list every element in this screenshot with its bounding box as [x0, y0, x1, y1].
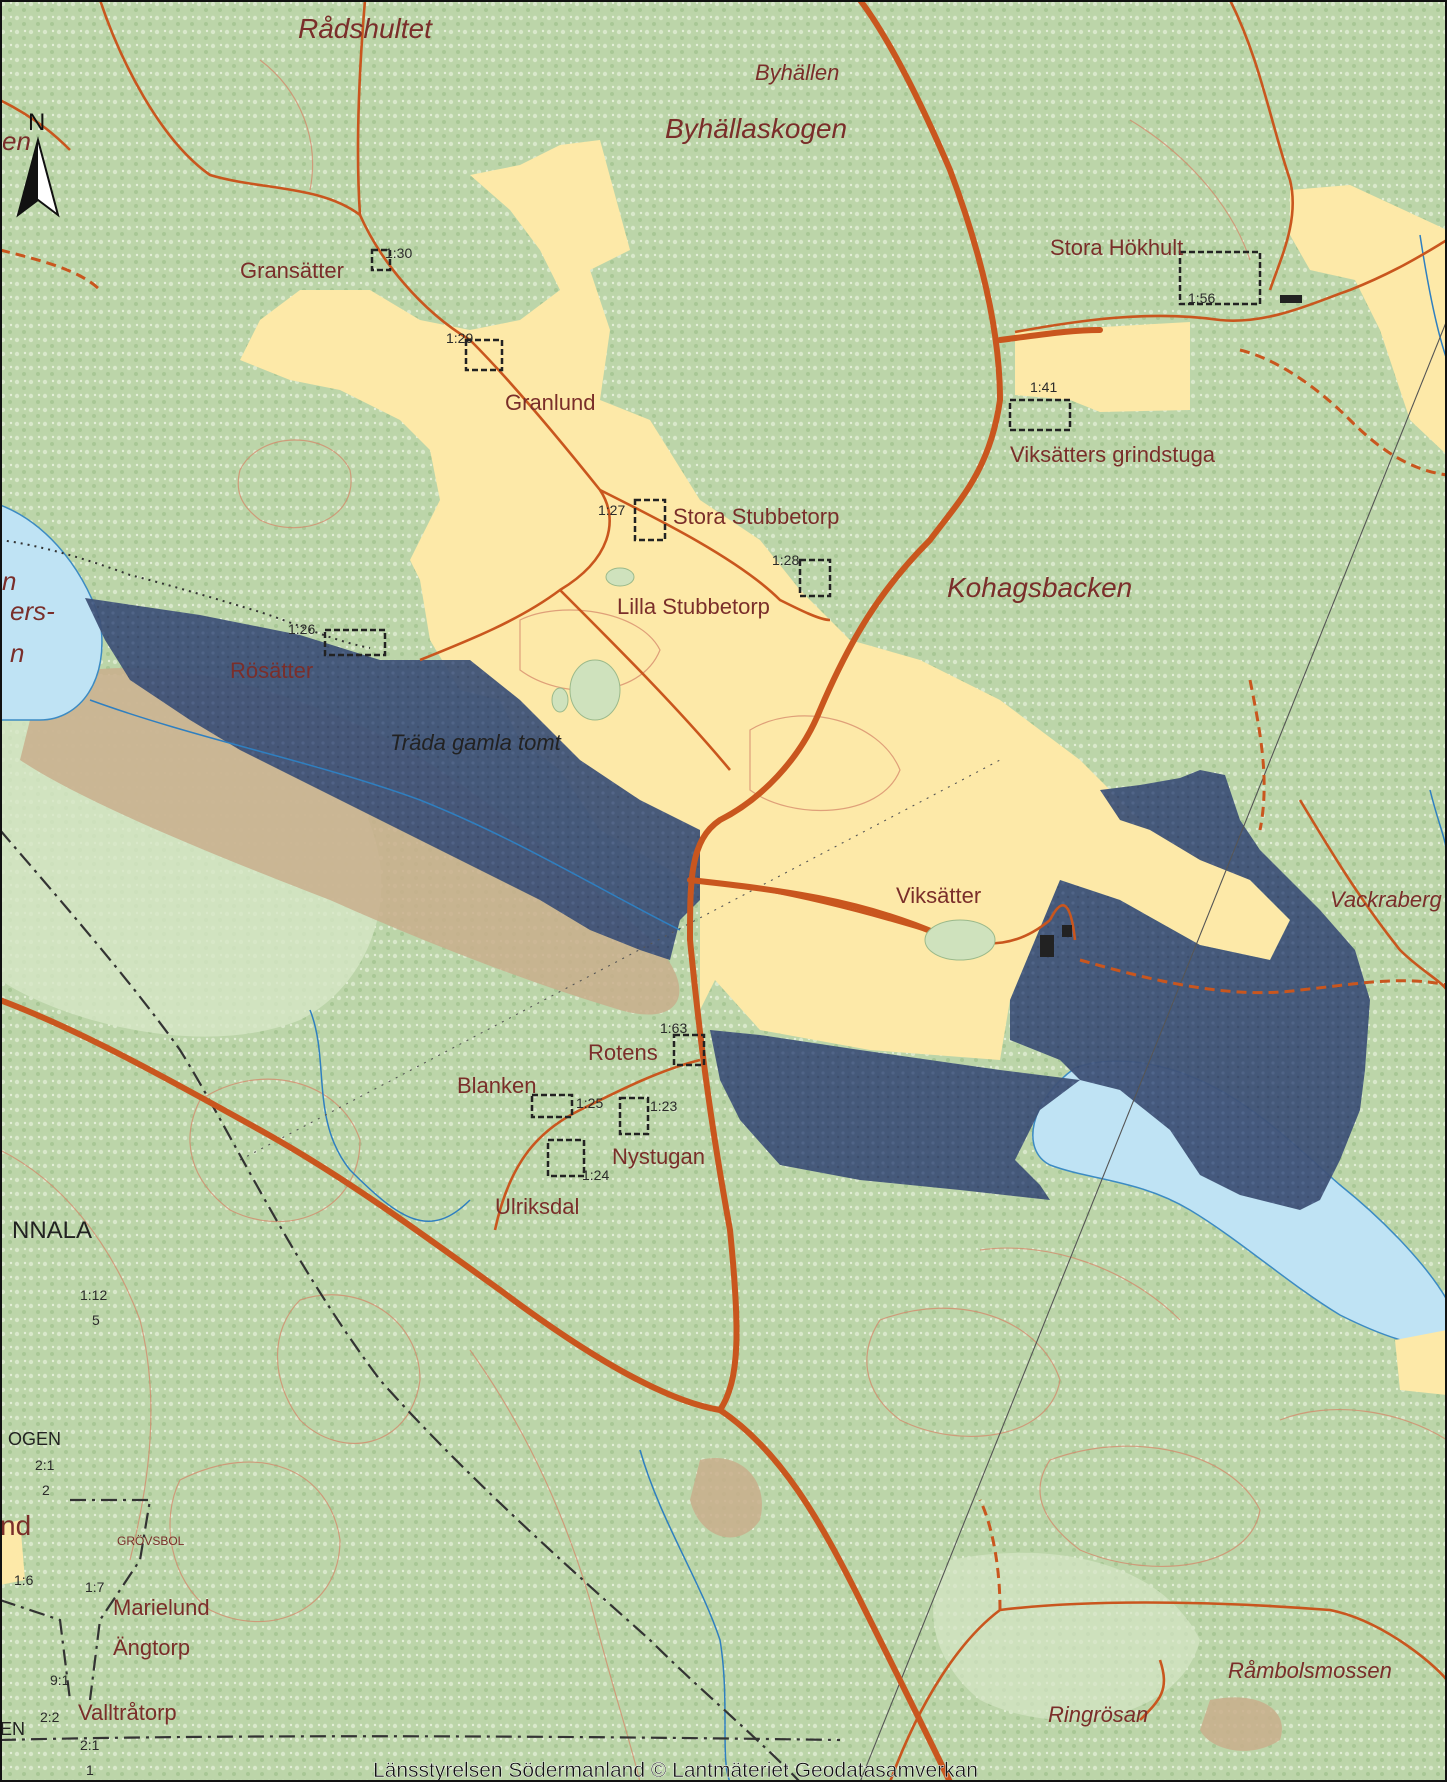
power-lines: [239, 319, 1447, 1782]
label-rotens: Rotens: [588, 1040, 658, 1065]
label-edge-n: n: [2, 566, 16, 596]
parcel-1-7: 1:7: [85, 1579, 105, 1595]
bog-area: [20, 668, 680, 1015]
label-nystugan: Nystugan: [612, 1144, 705, 1169]
label-trada-gamla-tomt: Träda gamla tomt: [390, 730, 562, 755]
label-byhallaskogen: Byhällaskogen: [665, 113, 847, 144]
tracks: [0, 248, 1447, 1611]
field-area: [1015, 322, 1190, 412]
label-viksatters-grindstuga: Viksätters grindstuga: [1010, 442, 1216, 467]
label-edge-nd: nd: [0, 1510, 31, 1541]
nature-reserve-south: [710, 1030, 1080, 1200]
label-stora-hokhult: Stora Hökhult: [1050, 235, 1183, 260]
footpath: [0, 539, 371, 649]
north-arrow: N: [16, 109, 60, 218]
north-label: N: [28, 109, 45, 136]
label-edge-ogen: OGEN: [8, 1429, 61, 1449]
field-area: [1290, 185, 1447, 455]
parcel-9-1: 9:1: [50, 1672, 70, 1688]
parcel-1-12: 1:12: [80, 1287, 107, 1303]
label-lilla-stubbetorp: Lilla Stubbetorp: [617, 594, 770, 619]
label-rosatter: Rösätter: [230, 658, 313, 683]
label-edge-n2: n: [10, 638, 24, 668]
label-edge-en2: EN: [0, 1719, 25, 1739]
parcel-1: 1: [86, 1762, 94, 1778]
parcel-1-27: 1:27: [598, 502, 625, 518]
label-valltratorp: Valltråtorp: [78, 1700, 177, 1725]
label-radshultet: Rådshultet: [298, 13, 433, 44]
main-road-north-south: [686, 0, 1004, 1413]
nature-reserve-west: [85, 598, 700, 960]
streams: [89, 234, 1447, 1782]
parcel-1-63: 1:63: [660, 1020, 687, 1036]
label-grovsbol: GRÖVSBOL: [117, 1534, 185, 1548]
parcel-2-1b: 2:1: [80, 1737, 100, 1753]
parcel-2: 2: [42, 1482, 50, 1498]
label-edge-ers: ers-: [10, 596, 55, 626]
clearing-area: [933, 1552, 1200, 1720]
label-ringrosan: Ringrösan: [1048, 1702, 1148, 1727]
parcel-1-29: 1:29: [446, 330, 473, 346]
field-details: [551, 567, 996, 961]
attribution: Länsstyrelsen Södermanland © Lantmäterie…: [373, 1759, 978, 1782]
parcel-1-26: 1:26: [288, 621, 315, 637]
parcel-1-24: 1:24: [582, 1167, 609, 1183]
parcel-2-1a: 2:1: [35, 1457, 55, 1473]
bog-area: [1200, 1697, 1282, 1751]
label-granlund: Granlund: [505, 390, 596, 415]
field-area: [1395, 1330, 1447, 1395]
boundary-lines: [0, 829, 841, 1782]
parcel-1-23: 1:23: [650, 1098, 677, 1114]
parcel-2-2: 2:2: [40, 1709, 60, 1725]
label-kohagsbacken: Kohagsbacken: [947, 572, 1132, 603]
parcel-1-28: 1:28: [772, 552, 799, 568]
label-nnala: NNALA: [12, 1217, 92, 1244]
label-vackraberg: Vackraberg: [1330, 887, 1442, 912]
label-stora-stubbetorp: Stora Stubbetorp: [673, 504, 839, 529]
parcel-1-41: 1:41: [1030, 379, 1057, 395]
parcel-1-30: 1:30: [385, 245, 412, 261]
label-blanken: Blanken: [457, 1073, 537, 1098]
parcel-labels: 1:30 1:29 1:27 1:28 1:26 1:41 1:56 1:63 …: [14, 245, 1215, 1778]
label-byhallen: Byhällen: [755, 60, 839, 85]
building-solid-marks: [1040, 295, 1302, 957]
main-road-southwest: [0, 997, 953, 1782]
field-area: [0, 1520, 25, 1585]
label-angtorp: Ängtorp: [113, 1635, 190, 1660]
bog-area: [690, 1458, 762, 1538]
place-labels: Rådshultet Byhällen Byhällaskogen Stora …: [0, 13, 1442, 1739]
parcel-1-25: 1:25: [576, 1095, 603, 1111]
label-viksatter: Viksätter: [896, 883, 981, 908]
label-edge-en: en: [2, 126, 31, 156]
parcel-5: 5: [92, 1312, 100, 1328]
building-marks: [323, 248, 1262, 1178]
label-marielund: Marielund: [113, 1595, 210, 1620]
contour-lines: [0, 59, 1447, 1782]
label-gransatter: Gransätter: [240, 258, 344, 283]
main-roads: [0, 0, 1103, 1782]
label-ulriksdal: Ulriksdal: [495, 1194, 579, 1219]
label-rambolsmossen: Råmbolsmossen: [1228, 1658, 1392, 1683]
parcel-1-56: 1:56: [1188, 290, 1215, 306]
parcel-1-6: 1:6: [14, 1572, 34, 1588]
nature-reserve-east: [1010, 770, 1370, 1210]
